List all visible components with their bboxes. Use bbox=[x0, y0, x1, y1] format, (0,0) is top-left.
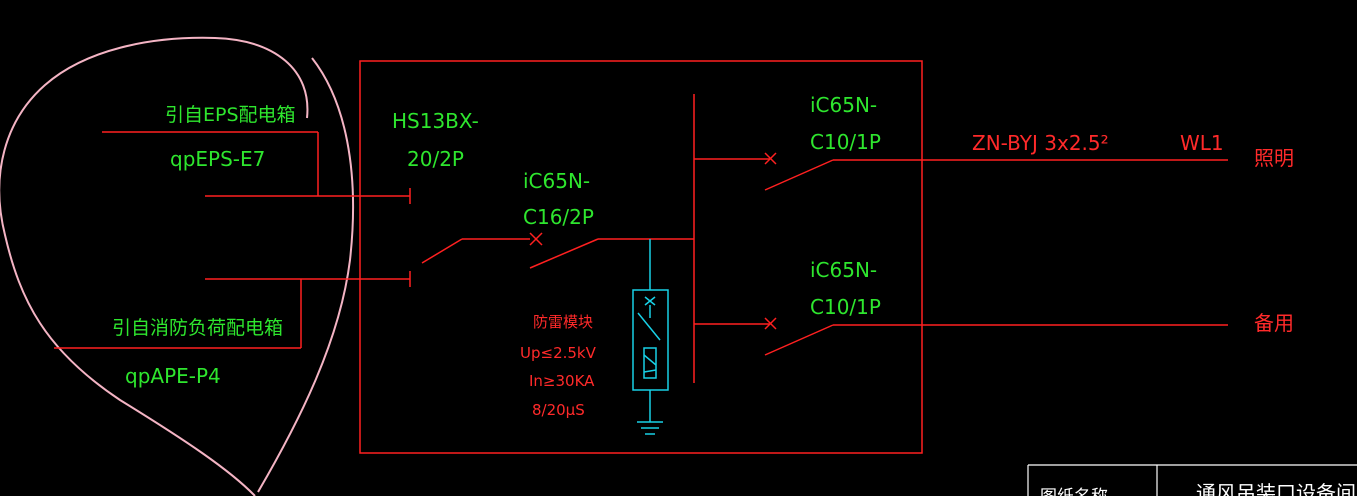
spd-in: In≥30KA bbox=[529, 372, 595, 390]
title-block-value: 通风吊装口设备间 bbox=[1196, 481, 1356, 496]
spd-up: Up≤2.5kV bbox=[520, 344, 597, 362]
eps-source-label: 引自EPS配电箱 bbox=[165, 104, 296, 126]
branch2-circuit bbox=[694, 317, 1228, 356]
branch2-breaker-2: C10/1P bbox=[810, 295, 881, 319]
main-breaker-model-2: C16/2P bbox=[523, 205, 594, 229]
branch1-circuit bbox=[694, 152, 1228, 191]
transfer-switch bbox=[421, 232, 543, 264]
spd-wave: 8/20μS bbox=[532, 401, 585, 419]
spd-title: 防雷模块 bbox=[533, 313, 593, 331]
branch1-breaker-2: C10/1P bbox=[810, 130, 881, 154]
surge-protector bbox=[632, 239, 669, 435]
transfer-switch-model-1: HS13BX- bbox=[392, 109, 479, 133]
eps-source-id: qpEPS-E7 bbox=[170, 147, 265, 171]
branch2-use: 备用 bbox=[1254, 311, 1294, 335]
eps-feeder bbox=[102, 131, 411, 204]
branch2-breaker-1: iC65N- bbox=[810, 258, 877, 282]
transfer-switch-model-2: 20/2P bbox=[407, 147, 464, 171]
branch1-circuit-id: WL1 bbox=[1180, 131, 1224, 155]
title-block bbox=[1027, 464, 1357, 496]
branch1-breaker-1: iC65N- bbox=[810, 93, 877, 117]
fire-feeder bbox=[54, 271, 411, 349]
title-block-label: 图纸名称 bbox=[1040, 487, 1108, 496]
markup-circle bbox=[0, 36, 355, 496]
branch1-use: 照明 bbox=[1254, 146, 1294, 170]
distribution-box-frame bbox=[359, 60, 923, 454]
branch1-cable: ZN-BYJ 3x2.5² bbox=[972, 131, 1109, 155]
main-breaker-model-1: iC65N- bbox=[523, 169, 590, 193]
fire-source-id: qpAPE-P4 bbox=[125, 364, 221, 388]
fire-source-label: 引自消防负荷配电箱 bbox=[112, 317, 283, 339]
main-breaker bbox=[529, 238, 694, 269]
